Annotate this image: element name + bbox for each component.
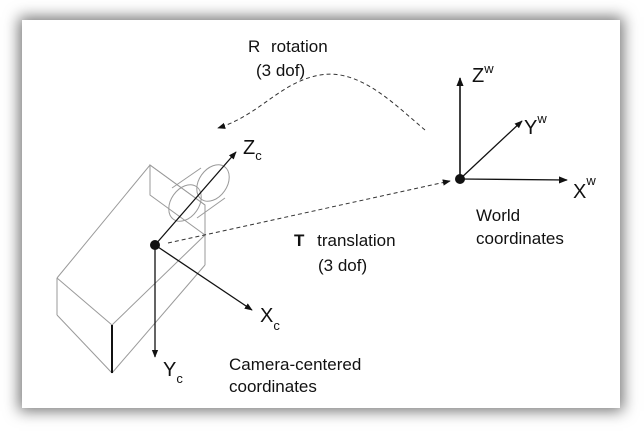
rotation-dof: (3 dof) xyxy=(256,61,305,80)
camera-x-axis xyxy=(154,244,253,311)
rotation-symbol: R xyxy=(248,37,260,56)
world-x-axis xyxy=(459,176,568,184)
translation-arrow xyxy=(167,179,451,244)
world-caption-line2: coordinates xyxy=(476,229,564,248)
camera-y-main: Y xyxy=(163,359,176,381)
world-y-main: Y xyxy=(524,117,537,139)
world-y-label: Yw xyxy=(524,111,547,139)
translation-symbol: T xyxy=(294,231,305,250)
world-z-sup: w xyxy=(483,61,494,76)
camera-x-sub: c xyxy=(273,318,280,333)
translation-dof: (3 dof) xyxy=(318,256,367,275)
figure-frame xyxy=(22,20,620,408)
camera-caption-line2: coordinates xyxy=(229,377,317,396)
camera-y-label: Yc xyxy=(163,359,183,386)
rotation-arrow xyxy=(217,73,426,131)
world-z-main: Z xyxy=(472,65,484,87)
translation-label: T translation xyxy=(294,231,396,250)
camera-body-icon xyxy=(56,164,230,374)
world-y-sup: w xyxy=(536,111,547,126)
camera-y-sub: c xyxy=(176,371,183,386)
camera-z-axis xyxy=(154,151,237,246)
camera-z-main: Z xyxy=(243,137,255,159)
world-x-main: X xyxy=(573,181,586,203)
rotation-word: rotation xyxy=(271,37,328,56)
camera-origin-dot xyxy=(150,240,160,250)
camera-x-main: X xyxy=(260,305,273,327)
world-z-label: Zw xyxy=(472,61,494,87)
camera-caption-line1: Camera-centered xyxy=(229,355,361,374)
camera-z-sub: c xyxy=(255,148,262,163)
translation-word: translation xyxy=(317,231,395,250)
world-caption-line1: World xyxy=(476,206,520,225)
camera-x-label: Xc xyxy=(260,305,280,333)
camera-z-label: Zc xyxy=(243,137,262,163)
world-x-label: Xw xyxy=(573,173,596,203)
rotation-label: R rotation xyxy=(248,37,328,56)
world-x-sup: w xyxy=(585,173,596,188)
world-y-axis xyxy=(459,120,523,180)
world-origin-dot xyxy=(455,174,465,184)
